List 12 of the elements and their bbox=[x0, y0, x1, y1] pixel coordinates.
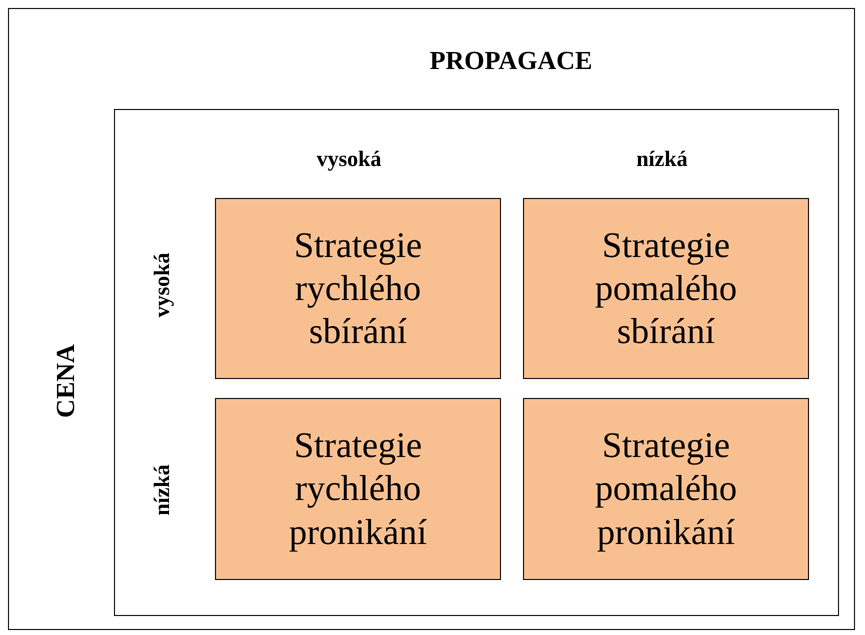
strategy-card: Strategie rychlého pronikání bbox=[215, 398, 501, 580]
column-header: vysoká bbox=[316, 146, 382, 172]
matrix-frame bbox=[8, 8, 855, 630]
strategy-card: Strategie pomalého sbírání bbox=[523, 198, 809, 379]
strategy-card: Strategie rychlého sbírání bbox=[215, 198, 501, 379]
column-header: nízká bbox=[636, 146, 688, 172]
grid-panel bbox=[114, 109, 839, 616]
row-header: nízká bbox=[149, 464, 175, 516]
row-header: vysoká bbox=[149, 252, 175, 318]
strategy-card: Strategie pomalého pronikání bbox=[523, 398, 809, 580]
axis-title: CENA bbox=[51, 344, 81, 418]
axis-title: PROPAGACE bbox=[430, 46, 592, 76]
